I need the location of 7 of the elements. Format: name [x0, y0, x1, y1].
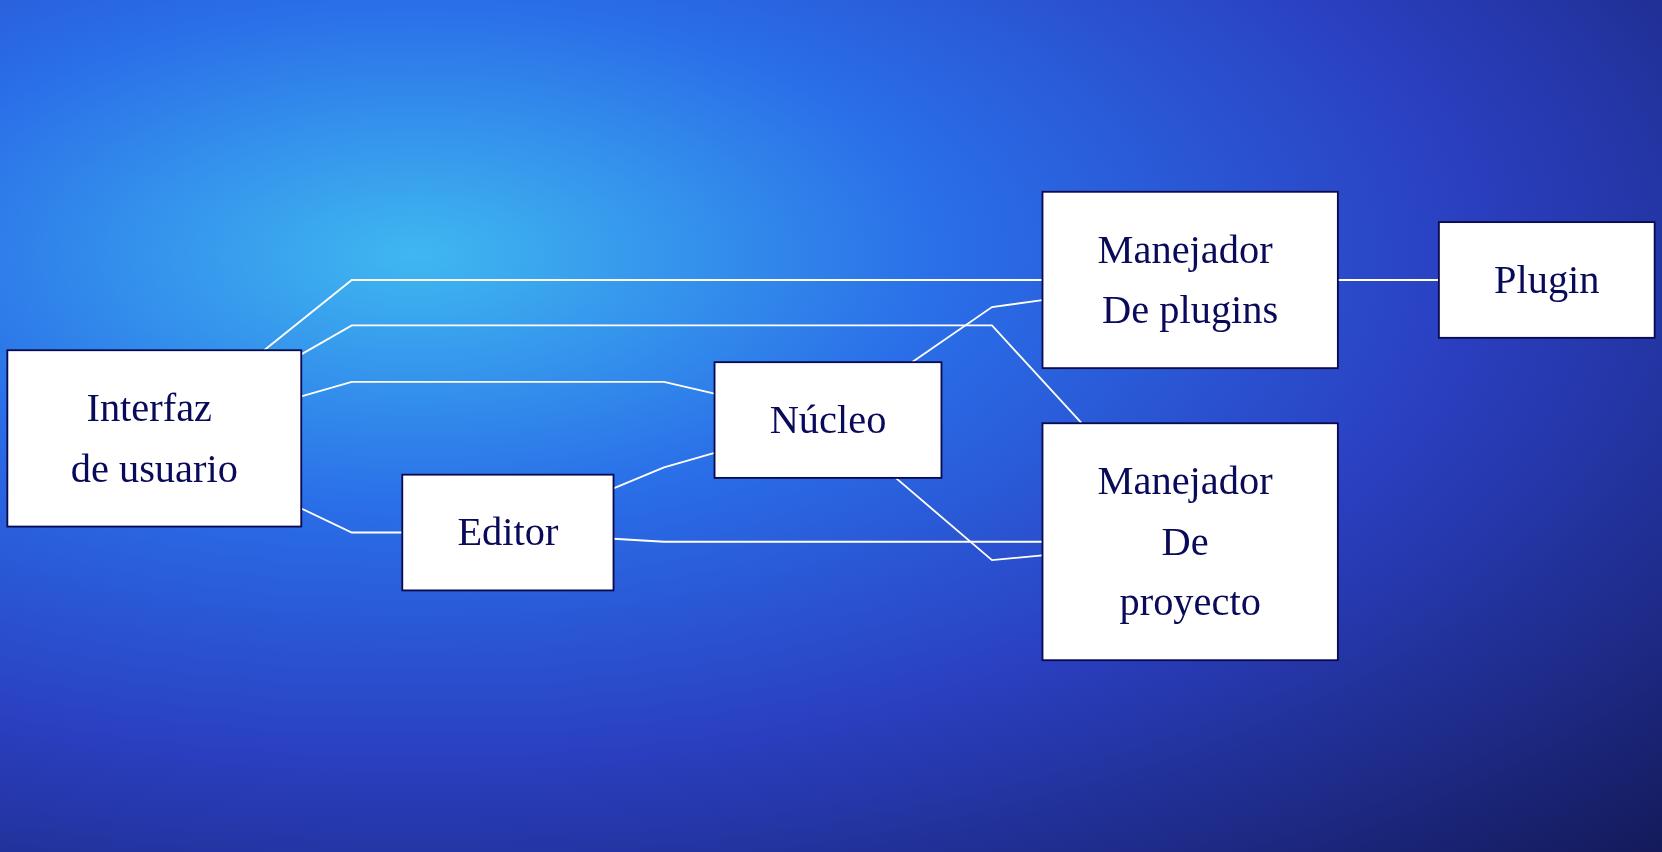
- node-box: Interfaz de usuario: [6, 349, 303, 528]
- node-box: Manejador De plugins: [1041, 190, 1339, 370]
- node-box: Núcleo: [713, 361, 943, 479]
- node-box: Editor: [401, 473, 615, 592]
- node-box: Plugin: [1437, 221, 1656, 339]
- connector: [300, 324, 1083, 425]
- node-box: Manejador De proyecto: [1041, 422, 1339, 662]
